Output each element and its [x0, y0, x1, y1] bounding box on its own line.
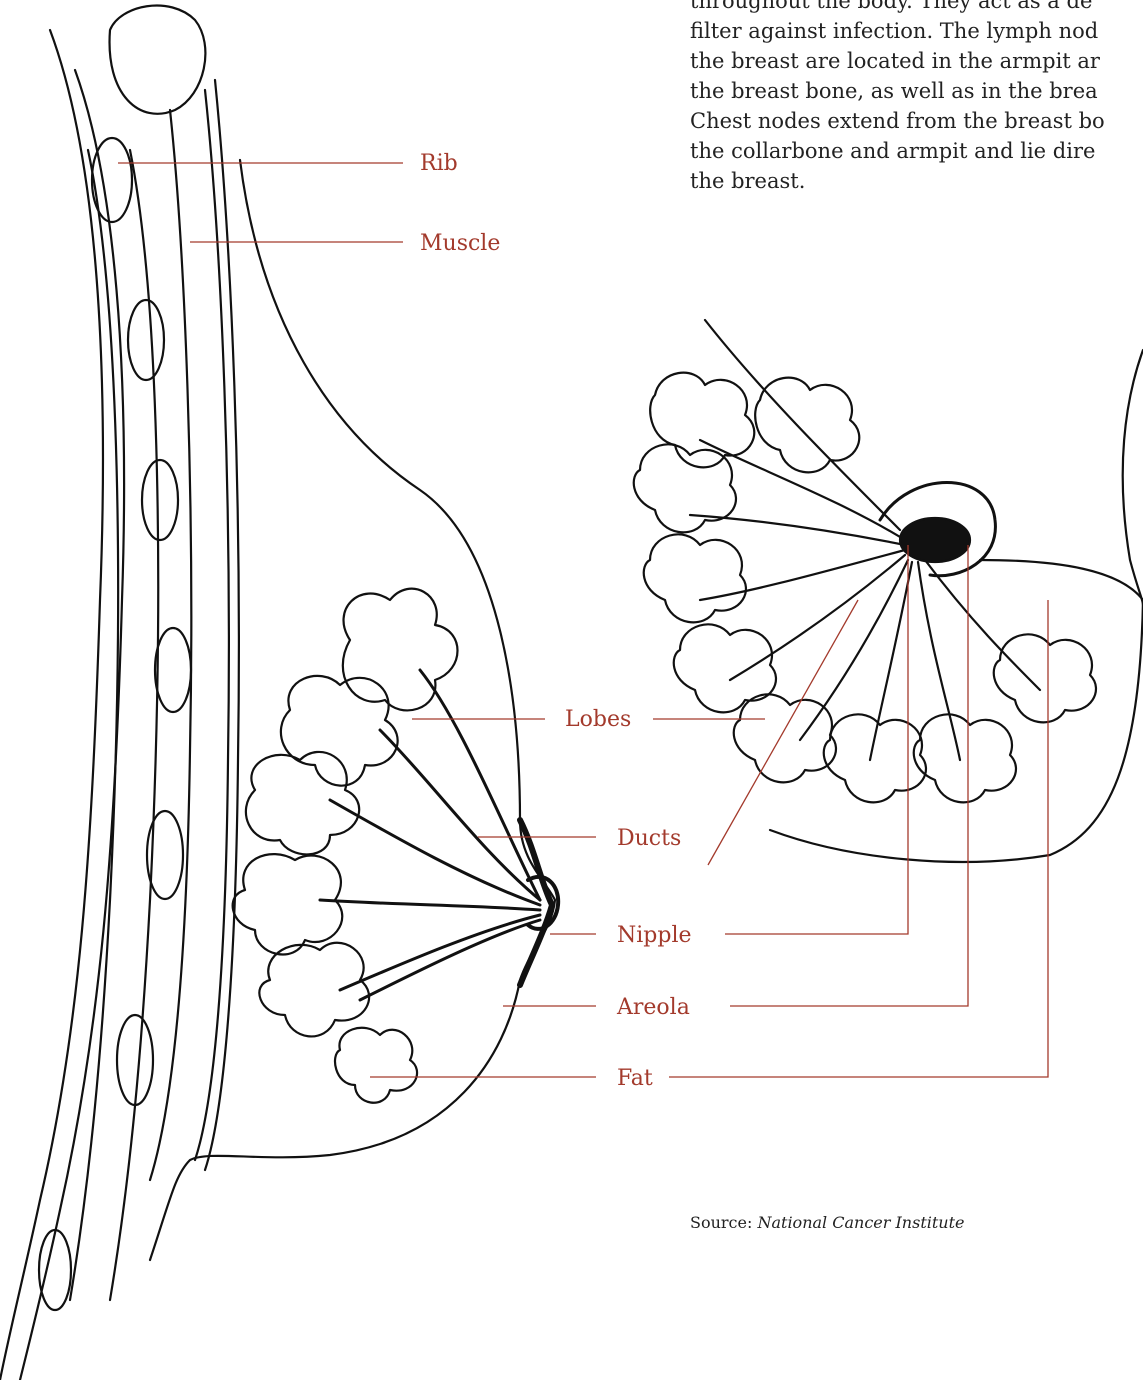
rib-section — [142, 460, 178, 540]
source-credit: Source: National Cancer Institute — [690, 1213, 965, 1232]
duct — [380, 730, 540, 900]
front-diagonal-line — [705, 320, 900, 530]
front-right-contour — [1123, 350, 1143, 605]
lobe-cluster — [246, 752, 359, 854]
lobe-cluster — [343, 589, 458, 711]
clavicle — [110, 6, 206, 114]
front-duct — [925, 560, 1040, 690]
muscle-band — [205, 80, 239, 1170]
front-lobe — [644, 534, 746, 622]
front-lobe — [674, 624, 776, 712]
source-prefix: Source: — [690, 1213, 752, 1232]
front-duct — [700, 550, 905, 600]
lobe-cluster — [233, 854, 343, 954]
label-lobes: Lobes — [565, 707, 631, 732]
front-upper-outline — [980, 560, 1143, 600]
label-fat: Fat — [617, 1066, 653, 1091]
muscle-band — [195, 90, 229, 1160]
muscle-band — [150, 110, 191, 1180]
front-duct — [870, 562, 912, 760]
leader-nipple-right — [725, 545, 908, 934]
front-lobe — [824, 714, 926, 802]
label-nipple: Nipple — [617, 923, 692, 948]
duct — [360, 920, 540, 1000]
front-lobe — [914, 714, 1016, 802]
front-duct — [700, 440, 905, 540]
front-lobe — [634, 444, 736, 532]
front-lower-outline — [770, 600, 1143, 862]
front-nipple — [900, 518, 970, 562]
chest-wall-inner-line — [20, 70, 124, 1380]
breast-outline — [150, 160, 555, 1260]
rib-section — [39, 1230, 71, 1310]
front-view-illustration — [634, 320, 1143, 862]
leader-ducts-right — [708, 600, 858, 865]
label-areola: Areola — [616, 995, 690, 1020]
front-lobe — [994, 634, 1096, 722]
duct — [320, 900, 540, 910]
duct — [420, 670, 540, 900]
duct — [340, 915, 540, 990]
side-view-illustration — [0, 6, 558, 1380]
rib-section — [155, 628, 191, 712]
front-lobe — [755, 378, 859, 473]
front-lobe — [734, 694, 836, 782]
front-duct — [800, 560, 908, 740]
front-duct — [918, 562, 960, 760]
label-rib: Rib — [420, 151, 458, 176]
rib-section — [117, 1015, 153, 1105]
label-muscle: Muscle — [420, 231, 500, 256]
rib-section — [128, 300, 164, 380]
lobe-cluster — [259, 943, 369, 1037]
front-lobe — [650, 373, 754, 468]
duct — [330, 800, 540, 905]
rib-section — [92, 138, 132, 222]
source-name: National Cancer Institute — [757, 1213, 964, 1232]
fat-cluster — [335, 1028, 417, 1103]
label-ducts: Ducts — [617, 826, 681, 851]
